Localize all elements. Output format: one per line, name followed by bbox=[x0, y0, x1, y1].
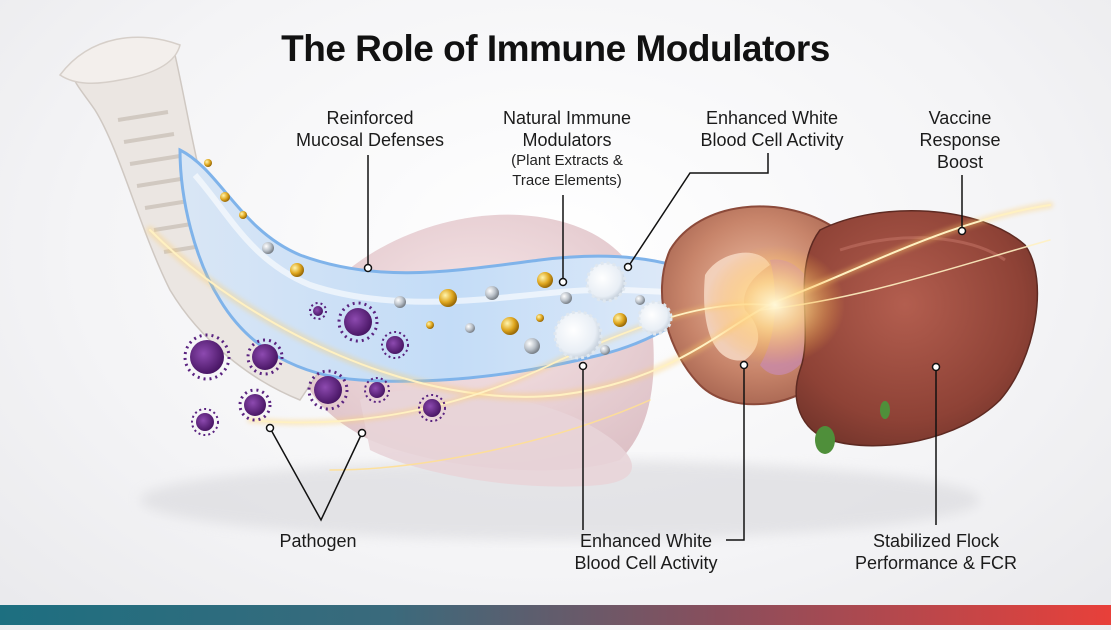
callout-dots bbox=[265, 226, 967, 438]
label-stabilized-flock: Stabilized Flock Performance & FCR bbox=[836, 530, 1036, 574]
label-wbc-top-line2: Blood Cell Activity bbox=[700, 130, 844, 150]
label-wbc-top-line1: Enhanced White bbox=[705, 108, 839, 128]
label-modulators-sub2: Trace Elements) bbox=[512, 172, 622, 189]
callout-lines bbox=[269, 153, 963, 541]
energy-streams bbox=[146, 201, 1054, 471]
gallbladder-duct bbox=[880, 401, 890, 419]
bottom-gradient-bar bbox=[0, 605, 1111, 625]
label-flock-line1: Stabilized Flock bbox=[872, 531, 1000, 551]
label-mucosal-line1: Reinforced bbox=[326, 108, 414, 128]
label-wbc-activity-top: Enhanced White Blood Cell Activity bbox=[672, 107, 872, 151]
callout-line-wbc-top bbox=[627, 153, 769, 268]
label-natural-modulators: Natural Immune Modulators (Plant Extract… bbox=[467, 107, 667, 191]
callout-line-wbc-bottom-right bbox=[726, 365, 745, 541]
beak-opening bbox=[58, 36, 181, 85]
page-title: The Role of Immune Modulators bbox=[281, 28, 830, 69]
label-modulators-line1: Natural Immune bbox=[502, 108, 632, 128]
pathogen-viruses bbox=[183, 301, 446, 436]
label-modulators-line2: Modulators bbox=[522, 130, 612, 150]
callout-line-pathogen bbox=[269, 427, 363, 522]
label-wbc-bottom-line1: Enhanced White bbox=[579, 531, 713, 551]
label-modulators-sub1: (Plant Extracts & bbox=[511, 152, 623, 169]
ground-shadow bbox=[140, 460, 980, 540]
central-glow bbox=[705, 245, 845, 365]
label-vaccine-line2: Response bbox=[919, 130, 1001, 150]
nutrient-particles bbox=[204, 159, 645, 355]
label-flock-line2: Performance & FCR bbox=[854, 553, 1018, 573]
label-pathogen-line1: Pathogen bbox=[279, 531, 357, 551]
white-blood-cells bbox=[553, 261, 673, 360]
tract-highlight bbox=[192, 173, 701, 305]
label-wbc-activity-bottom: Enhanced White Blood Cell Activity bbox=[546, 530, 746, 574]
label-mucosal-line2: Mucosal Defenses bbox=[295, 130, 445, 150]
label-wbc-bottom-line2: Blood Cell Activity bbox=[574, 553, 718, 573]
label-vaccine-line3: Boost bbox=[936, 152, 984, 172]
label-pathogen: Pathogen bbox=[258, 530, 378, 552]
label-vaccine-line1: Vaccine bbox=[928, 108, 992, 128]
label-vaccine-boost: Vaccine Response Boost bbox=[900, 107, 1020, 173]
gallbladder bbox=[815, 426, 835, 454]
label-mucosal-defenses: Reinforced Mucosal Defenses bbox=[270, 107, 470, 151]
